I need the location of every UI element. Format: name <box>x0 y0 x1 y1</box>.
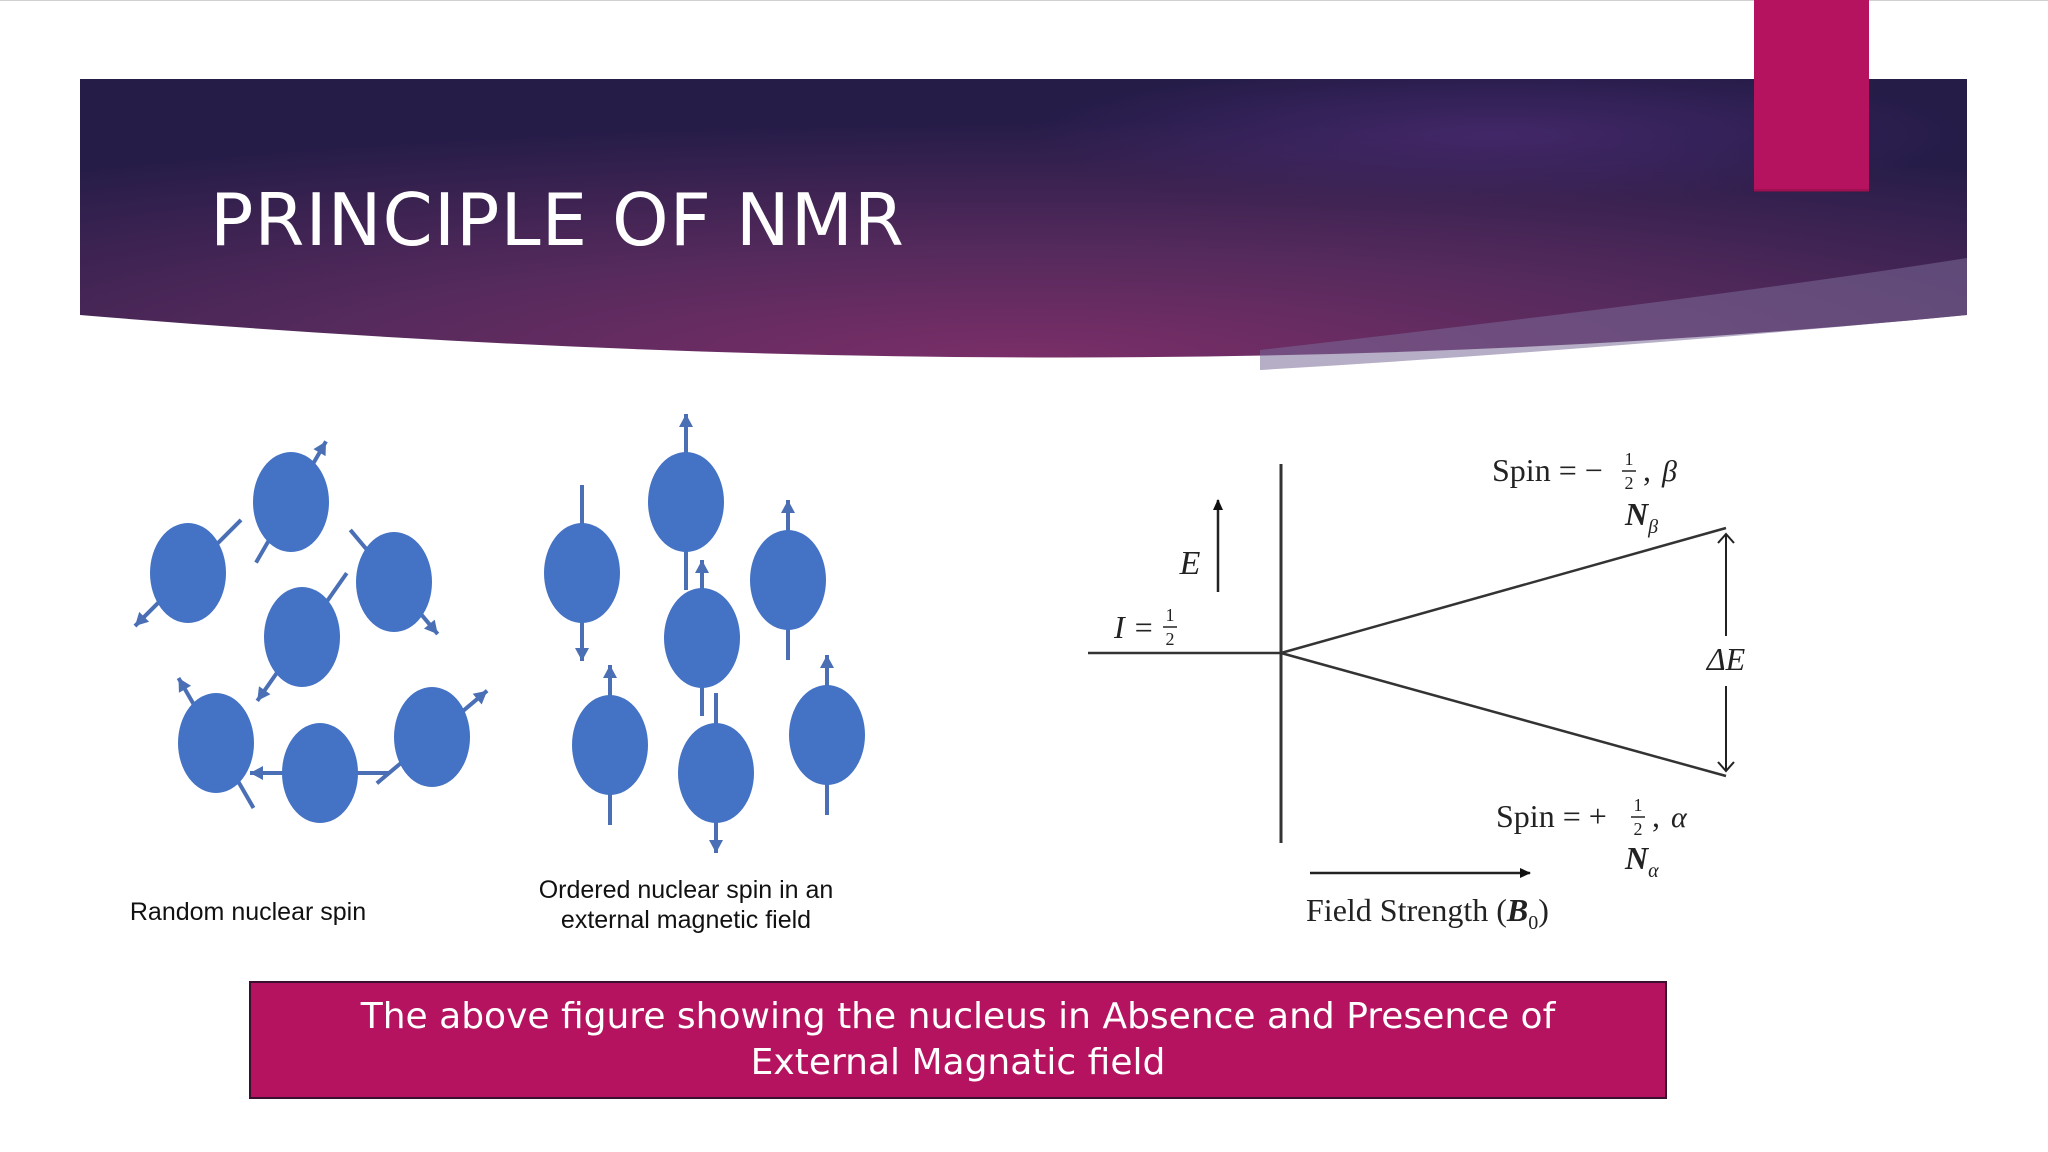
top-border-line <box>0 0 2048 1</box>
lower-state-symbol: α <box>1671 801 1688 834</box>
random-nucleus-4 <box>255 571 349 703</box>
random-nucleus-1 <box>133 518 243 628</box>
upper-state-symbol: β <box>1661 455 1677 488</box>
energy-axis-label: E <box>1179 545 1201 582</box>
random-spin-label: Random nuclear spin <box>130 898 366 926</box>
spin-fraction-num-1: 1 <box>1166 605 1175 625</box>
ordered-nucleus-7 <box>789 655 865 815</box>
random-nucleus-7 <box>375 687 489 787</box>
lower-population: Nα <box>1624 840 1659 882</box>
spin-fraction-den-2: 2 <box>1625 473 1634 493</box>
ordered-nucleus-4 <box>664 560 740 716</box>
ordered-spin-label-line1: Ordered nuclear spin in an <box>539 876 834 904</box>
ordered-nucleus-6 <box>678 693 754 853</box>
spin-fraction-num-2: 1 <box>1625 449 1634 469</box>
random-nucleus-3 <box>348 528 440 636</box>
random-spin-figure <box>133 440 489 823</box>
title-banner <box>80 0 1967 370</box>
alpha-level-line <box>1280 651 1727 778</box>
random-nucleus-2 <box>253 440 329 564</box>
svg-text:,: , <box>1643 452 1651 488</box>
banner-swoosh <box>1260 258 1967 370</box>
ordered-nucleus-3 <box>750 500 826 660</box>
slide-title: PRINCIPLE OF NMR <box>210 178 905 262</box>
upper-population: Nβ <box>1624 496 1658 538</box>
spin-fraction-den-3: 2 <box>1634 819 1643 839</box>
random-nucleus-6 <box>250 723 390 823</box>
spin-quantum-label: I = <box>1113 609 1154 645</box>
ordered-spin-figure <box>544 414 865 853</box>
lower-state-label: Spin = + <box>1496 798 1607 834</box>
ordered-spin-label-line2: external magnetic field <box>561 906 811 934</box>
beta-level-line <box>1280 526 1727 655</box>
ordered-nucleus-2 <box>648 414 724 590</box>
upper-state-label: Spin = − <box>1492 452 1603 488</box>
spin-fraction-num-3: 1 <box>1634 795 1643 815</box>
ordered-nucleus-1 <box>544 485 620 661</box>
svg-text:,: , <box>1652 798 1660 834</box>
caption-box: The above figure showing the nucleus in … <box>249 981 1667 1099</box>
magenta-tab <box>1754 0 1869 191</box>
delta-e-label: ΔE <box>1705 641 1746 677</box>
random-nucleus-5 <box>176 677 256 809</box>
field-strength-label: Field Strength (B0) <box>1306 892 1549 934</box>
energy-level-diagram: E I = 1 2 Spin = − 1 2 , β Nβ ΔE Spin = … <box>1088 449 1746 934</box>
ordered-nucleus-5 <box>572 665 648 825</box>
caption-text: The above figure showing the nucleus in … <box>360 996 1556 1083</box>
spin-fraction-den-1: 2 <box>1166 629 1175 649</box>
